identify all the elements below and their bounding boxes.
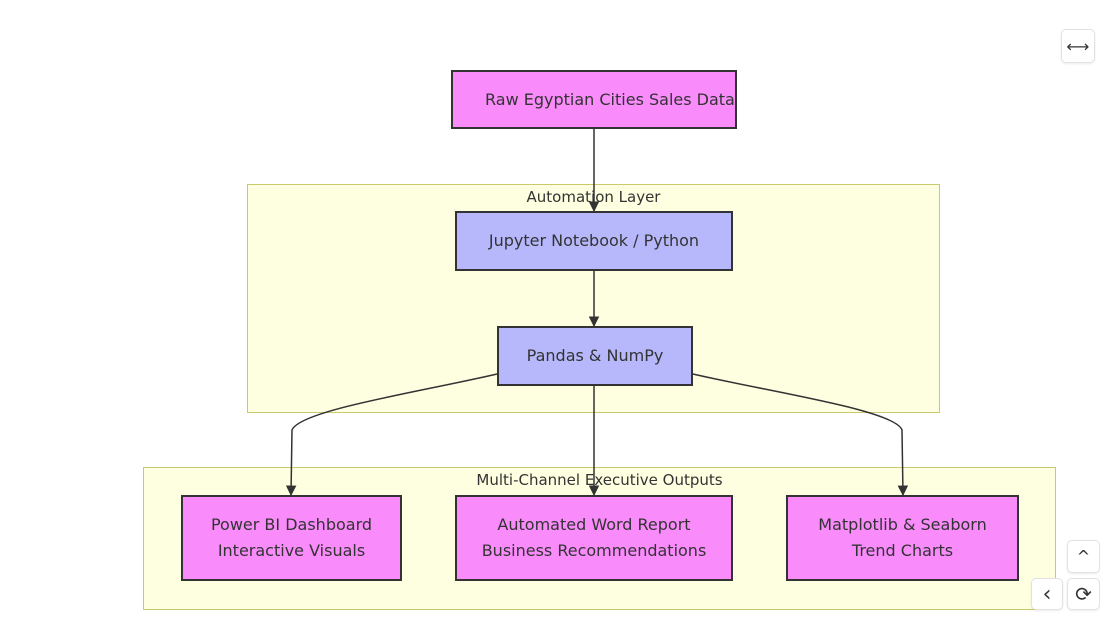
node-power-bi-line2: Interactive Visuals: [217, 541, 366, 560]
node-power-bi-dashboard[interactable]: Power BI Dashboard Interactive Visuals: [181, 495, 402, 581]
node-pandas-numpy[interactable]: Pandas & NumPy: [497, 326, 693, 386]
node-matplotlib-line1: Matplotlib & Seaborn: [818, 515, 987, 534]
node-word-report-line2: Business Recommendations: [481, 541, 707, 560]
node-pandas-numpy-label: Pandas & NumPy: [526, 346, 664, 365]
subgraph-automation-label: Automation Layer: [526, 188, 661, 206]
scroll-up-button[interactable]: ^: [1067, 540, 1100, 573]
node-word-report[interactable]: Automated Word Report Business Recommend…: [455, 495, 733, 581]
subgraph-outputs-label: Multi-Channel Executive Outputs: [476, 471, 723, 489]
refresh-icon: ⟳: [1075, 582, 1092, 606]
node-power-bi-line1: Power BI Dashboard: [210, 515, 373, 534]
node-jupyter-notebook-label: Jupyter Notebook / Python: [488, 231, 700, 250]
node-matplotlib-line2: Trend Charts: [851, 541, 954, 560]
node-word-report-line1: Automated Word Report: [497, 515, 691, 534]
expand-button[interactable]: ⟷: [1061, 29, 1095, 63]
chevron-up-icon: ^: [1076, 547, 1091, 566]
chevron-left-icon: ‹: [1042, 581, 1052, 607]
back-button[interactable]: ‹: [1031, 578, 1063, 610]
horizontal-arrows-icon: ⟷: [1066, 36, 1090, 56]
node-raw-sales-data[interactable]: Raw Egyptian Cities Sales Data: [451, 70, 737, 129]
refresh-button[interactable]: ⟳: [1067, 578, 1100, 610]
node-jupyter-notebook[interactable]: Jupyter Notebook / Python: [455, 211, 733, 271]
node-matplotlib-seaborn[interactable]: Matplotlib & Seaborn Trend Charts: [786, 495, 1019, 581]
node-raw-sales-data-label: Raw Egyptian Cities Sales Data: [485, 89, 735, 109]
